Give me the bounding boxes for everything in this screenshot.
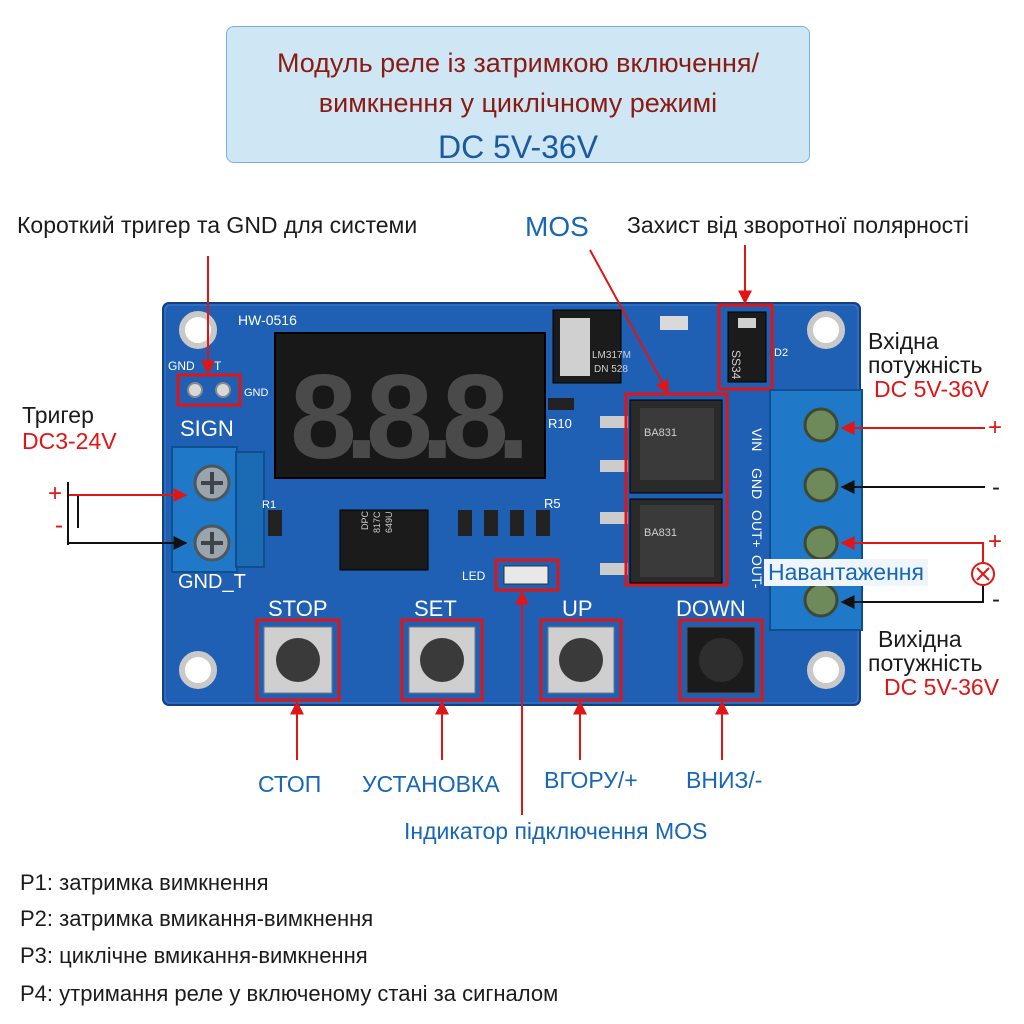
mode-p4: P4: утримання реле у включеному стані за… <box>20 981 559 1006</box>
opto-label-1: DPC <box>360 510 370 530</box>
led-highlight <box>494 558 560 592</box>
output-power-line2: потужність <box>868 650 983 676</box>
output-power-voltage: DC 5V-36V <box>884 674 1000 700</box>
stop-button-hw[interactable] <box>255 618 341 702</box>
board-up-label: UP <box>562 596 593 621</box>
down-callout: ВНИЗ/- <box>686 767 763 793</box>
gnd-label-2: GND <box>244 387 269 399</box>
title-box: Модуль реле із затримкою включення/ вимк… <box>226 26 810 165</box>
terminal-gnd: GND <box>749 468 765 499</box>
reverse-protection-label: Захист від зворотної полярності <box>627 212 969 238</box>
reverse-protection-highlight <box>717 303 774 391</box>
mode-p3: P3: циклічне вмикання-вимкнення <box>20 943 368 968</box>
regulator-label-1: LM317M <box>592 350 631 361</box>
output-power-line1: Вихідна <box>878 626 962 652</box>
input-power-voltage: DC 5V-36V <box>874 376 990 402</box>
title-voltage: DC 5V-36V <box>437 129 599 165</box>
mos-indicator-callout: Індикатор підключення MOS <box>404 818 708 844</box>
regulator-label-2: DN 528 <box>594 364 628 375</box>
r10-label: R10 <box>548 416 572 431</box>
set-button-hw[interactable] <box>400 618 484 702</box>
mosfet-2-label: BA831 <box>644 527 677 539</box>
stop-callout: СТОП <box>258 771 322 797</box>
board-model: HW-0516 <box>238 312 297 328</box>
board-stop-label: STOP <box>268 596 328 621</box>
mode-p2: P2: затримка вмикання-вимкнення <box>20 906 374 931</box>
gnd-t-label: GND_T <box>178 571 246 593</box>
opto-label-3: 649U <box>384 511 394 533</box>
short-trigger-highlight <box>176 373 242 407</box>
trigger-label: Тригер <box>22 402 94 428</box>
terminal-out-plus: OUT+ <box>749 510 765 548</box>
led-label: LED <box>462 569 486 583</box>
leader-lines <box>67 245 985 815</box>
terminal-screws <box>803 407 839 618</box>
short-trigger-label: Короткий тригер та GND для системи <box>17 212 418 238</box>
trigger-voltage: DC3-24V <box>22 428 117 454</box>
r1-label: R1 <box>262 499 276 511</box>
up-button-hw[interactable] <box>539 618 623 702</box>
down-button-hw[interactable] <box>678 618 764 702</box>
gnd-label: GND <box>168 359 195 373</box>
input-minus: - <box>992 474 1000 501</box>
output-plus: + <box>988 528 1003 555</box>
t-label: T <box>214 359 222 373</box>
mos-highlight <box>624 392 729 587</box>
sign-label: SIGN <box>180 416 234 441</box>
set-callout: УСТАНОВКА <box>362 771 500 797</box>
r5-label: R5 <box>544 496 561 511</box>
input-plus: + <box>988 414 1003 441</box>
title-line-1: Модуль реле із затримкою включення/ <box>276 48 760 78</box>
load-label: Навантаження <box>764 559 928 586</box>
mounting-holes <box>179 311 845 689</box>
output-minus: - <box>992 586 1000 613</box>
up-callout: ВГОРУ/+ <box>544 767 638 793</box>
trigger-minus: - <box>55 512 63 539</box>
terminal-out-minus: OUT- <box>749 555 765 589</box>
diode-ref: D2 <box>774 347 788 359</box>
mosfet-1-label: BA831 <box>644 427 677 439</box>
terminal-vin: VIN <box>749 428 765 451</box>
mos-label: MOS <box>525 211 589 242</box>
input-power-line1: Вхідна <box>868 328 939 354</box>
input-power-line2: потужність <box>868 352 983 378</box>
trigger-plus: + <box>48 480 63 507</box>
seven-segment-display <box>274 332 546 479</box>
diode-label: SS34 <box>729 350 743 380</box>
mode-p1: P1: затримка вимкнення <box>20 870 269 895</box>
board-down-label: DOWN <box>676 596 746 621</box>
display-digits: 8.8.8. <box>290 350 530 484</box>
board-set-label: SET <box>414 596 457 621</box>
opto-label-2: 817C <box>372 511 382 533</box>
title-line-2: вимкнення у циклічному режимі <box>318 88 718 118</box>
